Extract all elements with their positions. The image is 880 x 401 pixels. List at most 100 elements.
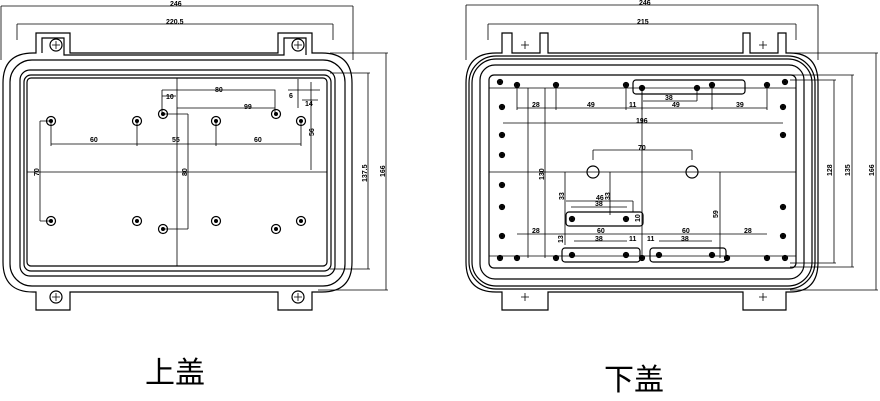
screw-hole	[513, 254, 521, 262]
screw-hole-center	[783, 256, 787, 260]
screw-hole	[498, 203, 506, 211]
dim-80-vertical: 80	[182, 168, 189, 176]
dim-99: 99	[244, 104, 252, 111]
screw-hole-center	[624, 253, 628, 257]
lower-dimension-lines	[465, 4, 878, 291]
dim-38-bottom-left: 38	[595, 236, 603, 243]
upper-cover-drawing: 246 220.5 80 10 99 6 14 56 60 55 60 70 8…	[0, 1, 388, 311]
screw-hole	[210, 215, 222, 227]
screw-hole	[779, 103, 787, 111]
screw-hole	[498, 131, 506, 139]
screw-hole	[655, 251, 663, 259]
screw-hole-center	[500, 234, 504, 238]
dim-overall-width: 246	[170, 1, 182, 8]
dim-33-left: 33	[559, 192, 566, 200]
upper-rim	[9, 59, 346, 287]
screw-hole	[568, 251, 576, 259]
upper-mount-holes	[49, 38, 305, 304]
screw-hole	[498, 232, 506, 240]
dim-11-bottom-left: 11	[629, 236, 637, 243]
upper-body-outline	[2, 32, 353, 311]
dim-128: 128	[827, 164, 834, 176]
screw-hole-center	[781, 105, 785, 109]
screw-hole	[779, 131, 787, 139]
dim-10: 10	[166, 94, 174, 101]
screw-hole-center	[500, 133, 504, 137]
screw-hole	[779, 203, 787, 211]
upper-top-flange	[41, 37, 307, 56]
upper-inner	[23, 74, 332, 272]
screw-hole-center	[274, 227, 278, 231]
screw-hole-center	[710, 253, 714, 257]
screw-hole-center	[781, 133, 785, 137]
screw-hole-center	[725, 256, 729, 260]
dim-55: 55	[172, 137, 180, 144]
screw-hole	[295, 215, 307, 227]
upper-cover-caption: 上盖	[145, 356, 205, 391]
dim-60-left: 60	[597, 228, 605, 235]
lower-rim-3	[479, 64, 805, 280]
screw-hole	[270, 223, 282, 235]
dim-28-bottom-left: 28	[532, 228, 540, 235]
upper-dimension-lines	[0, 5, 388, 291]
screw-hole	[723, 254, 731, 262]
lower-mount-holes	[521, 41, 767, 301]
screw-hole-center	[214, 219, 218, 223]
screw-hole	[568, 215, 576, 223]
dim-70: 70	[34, 168, 41, 176]
dim-13: 13	[558, 235, 565, 243]
screw-hole	[270, 108, 282, 120]
lower-inner	[488, 74, 797, 269]
dim-11-top: 11	[629, 102, 637, 109]
dim-38-bottom-right: 38	[681, 236, 689, 243]
dim-38-mid: 38	[595, 201, 603, 208]
screw-hole-center	[783, 80, 787, 84]
dim-70: 70	[638, 145, 646, 152]
screw-hole	[622, 215, 630, 223]
screw-hole-center	[781, 205, 785, 209]
screw-hole	[781, 78, 789, 86]
screw-hole	[552, 254, 560, 262]
dim-14: 14	[305, 101, 313, 108]
dim-flange-width: 215	[637, 19, 649, 26]
screw-hole	[131, 215, 143, 227]
dim-80: 80	[215, 87, 223, 94]
dim-10: 10	[635, 214, 642, 222]
dim-38-top: 38	[665, 95, 673, 102]
screw-hole-center	[299, 219, 303, 223]
dim-33-mid: 33	[605, 192, 612, 200]
screw-hole	[781, 254, 789, 262]
lower-rim-2	[471, 58, 813, 287]
dim-59: 59	[713, 210, 720, 218]
lower-bottom-cutout-left	[561, 247, 641, 263]
screw-hole-center	[570, 217, 574, 221]
dim-56: 56	[309, 128, 316, 136]
screw-hole	[779, 232, 787, 240]
screw-hole	[763, 254, 771, 262]
dim-6: 6	[289, 93, 293, 100]
screw-hole	[498, 181, 506, 189]
screw-hole-center	[554, 256, 558, 260]
screw-hole-center	[657, 253, 661, 257]
screw-hole-center	[498, 256, 502, 260]
dim-166: 166	[869, 164, 876, 176]
screw-hole-center	[500, 153, 504, 157]
dim-flange-width: 220.5	[166, 19, 184, 26]
screw-hole	[498, 103, 506, 111]
screw-hole	[708, 251, 716, 259]
screw-hole-center	[781, 234, 785, 238]
lower-mid-cutout	[565, 211, 644, 227]
dim-11-bottom-right: 11	[647, 236, 655, 243]
lower-cover-drawing: 246 215 28 49 11 38 49 39 196 70 130 33 …	[465, 0, 878, 311]
dim-60-right: 60	[682, 228, 690, 235]
dim-196: 196	[636, 118, 648, 125]
upper-screw-holes	[45, 108, 307, 235]
screw-hole	[496, 254, 504, 262]
dim-overall-width: 246	[639, 0, 651, 7]
screw-hole	[622, 251, 630, 259]
lower-rim-1	[468, 55, 816, 290]
dim-46: 46	[596, 195, 604, 202]
dim-28-bottom-right: 28	[744, 228, 752, 235]
dim-49-right: 49	[672, 102, 680, 109]
